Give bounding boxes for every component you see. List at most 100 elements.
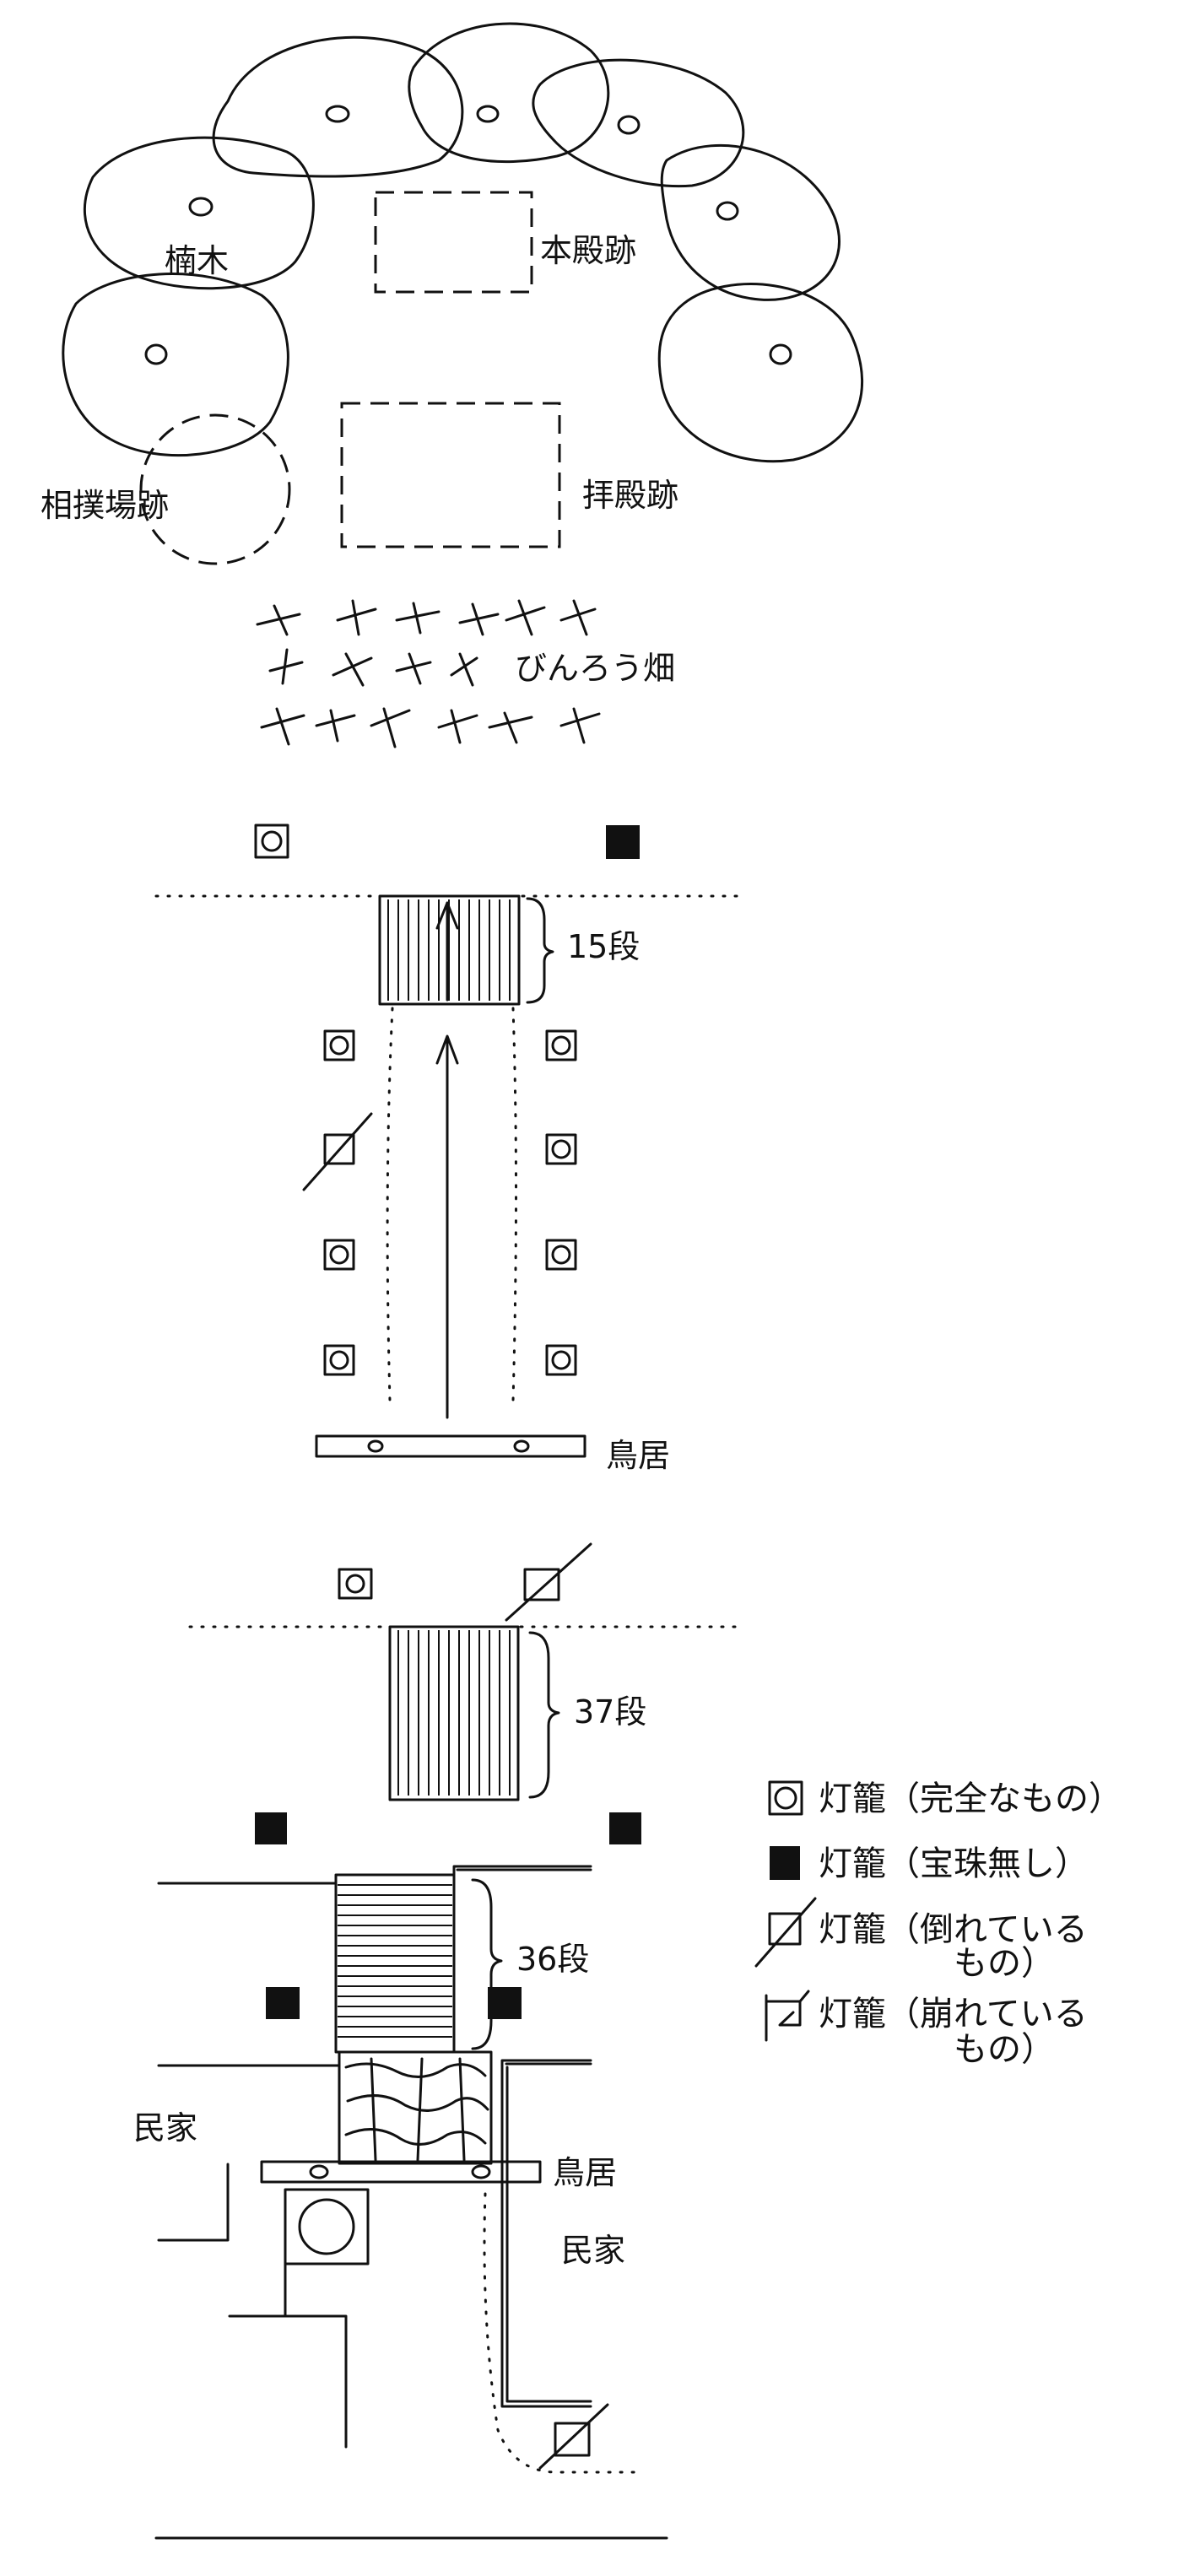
legend: 灯籠（完全なもの） 灯籠（宝珠無し） 灯籠（倒れている もの） 灯籠（崩れている… [754,1779,1122,2069]
stairs-37-brace [528,1631,560,1799]
torii-lower-label: 鳥居 [553,2154,617,2191]
plant-mark [450,652,478,687]
approach-path-edge [511,1007,517,1402]
stairs-36 [334,1873,456,2054]
legend-text: 灯籠（倒れている [819,1910,1088,1949]
honden-label: 本殿跡 [540,232,636,269]
tree-canopy-group [62,22,864,463]
honden-ruins-outline [374,191,533,294]
lantern-fallen [538,2403,609,2470]
minka-left-outline [157,2163,230,2242]
haiden-label: 拝殿跡 [582,477,678,514]
plant-mark [458,602,500,636]
tree-trunk-mark [325,105,350,123]
legend-text-cont: もの） [954,1944,1055,1983]
torii-upper [315,1434,586,1458]
haiden-ruins-outline [340,402,561,548]
plant-mark [559,707,601,744]
lantern-complete [338,1568,373,1600]
lantern-complete [323,1239,355,1271]
lantern-complete [545,1239,577,1271]
sumo-label: 相撲場跡 [41,487,169,524]
plant-mark [395,652,432,685]
tree-trunk-mark [476,105,500,123]
lantern-complete [545,1029,577,1061]
lantern-no-hoju [488,1987,522,2019]
plant-mark [437,709,478,744]
plant-mark [395,602,441,635]
lantern-collapsed-icon [765,1990,810,2042]
lantern-complete [323,1029,355,1061]
stone-paving-outline [338,2050,493,2165]
stairs-15 [378,894,521,1006]
wall-outline [284,2262,348,2449]
betel-field-marks [256,599,601,748]
legend-text: 灯籠（完全なもの） [819,1779,1122,1818]
plant-mark [256,604,301,636]
stone-paving-pattern [344,2057,489,2162]
tree-canopy [62,273,289,457]
plant-mark [488,711,533,744]
minka-left-label: 民家 [133,2109,197,2147]
lantern-no-hoju [255,1812,287,1844]
tree-trunk-mark [769,343,792,365]
legend-item-lantern-no-hoju: 灯籠（宝珠無し） [770,1844,1089,1883]
lantern-complete [545,1133,577,1165]
lantern-fallen-icon [754,1897,817,1968]
lantern-complete [545,1344,577,1376]
legend-item-lantern-collapsed: 灯籠（崩れている もの） [765,1990,1088,2069]
tree-trunk-mark [617,115,641,135]
lantern-fallen [302,1112,373,1191]
legend-text-cont: もの） [954,2030,1055,2069]
steps-36-label: 36段 [516,1941,589,1978]
torii-upper-label: 鳥居 [606,1437,670,1474]
lantern-no-hoju [266,1987,300,2019]
legend-item-lantern-fallen: 灯籠（倒れている もの） [754,1897,1088,1983]
plant-mark [332,652,373,687]
tree-canopy [408,22,610,164]
kusunoki-label: 楠木 [165,242,229,279]
tree-trunk-mark [716,201,739,221]
lantern-no-hoju [606,825,640,859]
sumo-ring-ruins-outline [139,413,291,565]
binro-field-label: びんろう畑 [515,650,675,687]
plant-mark [336,599,377,636]
minka-left-outline [157,2050,341,2067]
tree-trunk-mark [144,343,168,365]
tree-trunk-mark [188,197,214,217]
lantern-fallen [505,1542,592,1622]
legend-item-lantern-complete: 灯籠（完全なもの） [768,1779,1122,1818]
torii-lower [260,2160,542,2184]
plant-mark [505,599,546,636]
approach-arrow [435,901,459,1419]
minka-right-outline [500,2066,592,2408]
legend-text: 灯籠（宝珠無し） [819,1844,1089,1883]
minka-right-outline [505,2066,592,2403]
tree-canopy [212,35,464,178]
steps-15-label: 15段 [567,928,640,965]
plant-mark [268,648,304,685]
minka-right-outline [500,2059,592,2069]
tree-canopy [660,143,841,301]
plant-mark [315,709,356,743]
lantern-no-hoju [609,1812,641,1844]
plant-mark [260,707,305,746]
legend-text: 灯籠（崩れている [819,1995,1088,2033]
tree-canopy [83,136,315,290]
tree-canopy [532,58,745,188]
minka-right-label: 民家 [561,2232,625,2269]
stairs-36-brace [471,1878,503,2050]
tree-canopy [657,283,864,463]
plant-mark [559,599,597,636]
stairs-15-brace [526,897,554,1004]
lantern-complete [323,1344,355,1376]
lantern-complete [254,824,289,859]
plant-mark [370,707,411,748]
lantern-no-hoju-icon [770,1846,800,1880]
approach-path-edge [386,1007,394,1402]
lantern-complete-icon [768,1780,803,1816]
steps-37-label: 37段 [574,1693,646,1731]
wall-outline [452,1865,592,1885]
stairs-37 [388,1625,520,1801]
